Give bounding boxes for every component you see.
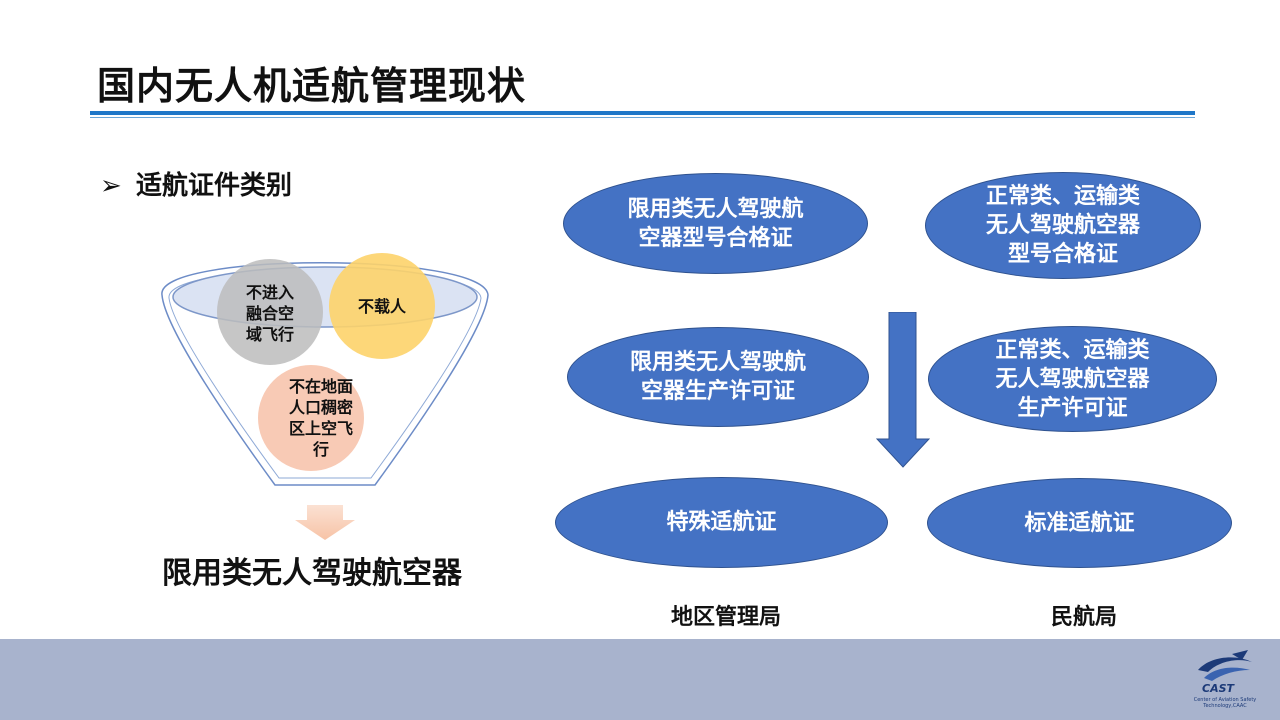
footer-band: [0, 639, 1280, 720]
down-arrow-icon: [295, 505, 355, 540]
circle-no-dense-area-label: 不在地面 人口稠密 区上空飞 行: [288, 377, 353, 459]
cast-logo-icon: [1198, 650, 1252, 681]
oval-standard-airworthiness-certificate: 标准适航证: [927, 478, 1232, 568]
label-caac: 民航局: [1051, 605, 1118, 630]
circle-no-integrated-airspace: [217, 259, 323, 365]
oval-normal-transport-type-certificate: 正常类、运输类 无人驾驶航空器 型号合格证: [925, 172, 1201, 279]
circle-no-dense-area: [258, 365, 364, 471]
title-underline: [90, 111, 1195, 115]
funnel-diagram: [161, 253, 489, 540]
logo-text: CAST: [1202, 682, 1235, 695]
oval-restricted-type-certificate: 限用类无人驾驶航 空器型号合格证: [563, 173, 868, 274]
title-underline-thin: [90, 117, 1195, 118]
bullet-heading-text: 适航证件类别: [136, 171, 293, 201]
oval-restricted-production-certificate: 限用类无人驾驶航 空器生产许可证: [567, 327, 869, 427]
page-title: 国内无人机适航管理现状: [97, 64, 527, 108]
arrow-bullet-icon: ➢: [100, 171, 122, 201]
bullet-heading: ➢ 适航证件类别: [100, 165, 292, 202]
oval-special-airworthiness-certificate: 特殊适航证: [555, 477, 888, 568]
label-regional-administration: 地区管理局: [671, 605, 782, 630]
down-arrow-icon: [876, 312, 930, 468]
circle-no-integrated-airspace-label: 不进入 融合空 域飞行: [245, 283, 294, 344]
logo-subtext: Center of Aviation Safety Technology,CAA…: [1193, 697, 1257, 709]
oval-normal-transport-production-certificate: 正常类、运输类 无人驾驶航空器 生产许可证: [928, 326, 1217, 432]
circle-no-passengers: [329, 253, 435, 359]
circle-no-passengers-label: 不载人: [357, 297, 406, 316]
funnel-result-label: 限用类无人驾驶航空器: [162, 556, 462, 591]
